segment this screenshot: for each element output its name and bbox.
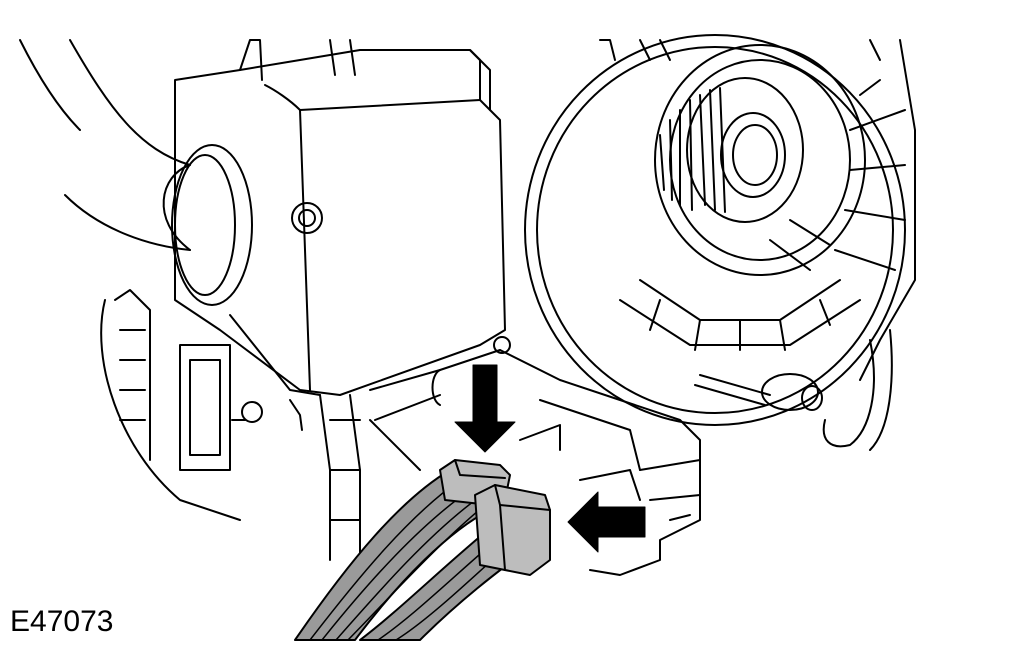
clock-spring-assembly — [524, 34, 916, 451]
figure-id-label: E47073 — [10, 605, 114, 638]
arrow-down-icon — [454, 364, 516, 453]
arrow-left-icon — [567, 491, 646, 553]
lever-pin — [694, 373, 823, 411]
lower-bracket — [100, 289, 303, 521]
mounting-base — [499, 349, 701, 576]
electrical-connector-lower — [474, 484, 551, 576]
lock-housing — [171, 39, 506, 396]
lower-column-tube — [319, 336, 511, 561]
steering-column-shaft — [19, 39, 191, 251]
